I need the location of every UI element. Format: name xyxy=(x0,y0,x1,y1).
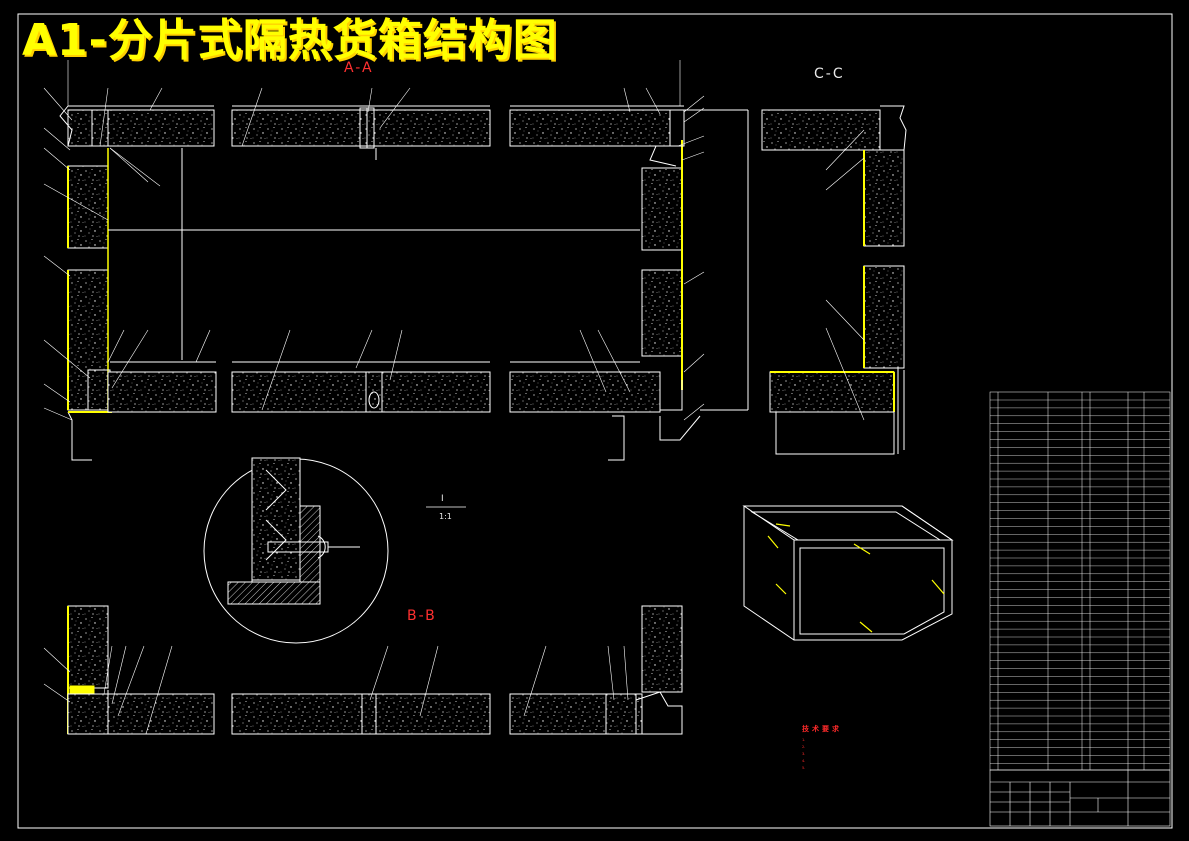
panel-joint xyxy=(361,693,377,735)
wall-panel xyxy=(641,605,683,693)
wall-panel xyxy=(67,109,215,147)
floor-panel xyxy=(231,693,491,735)
technical-note-line: 4. xyxy=(802,759,806,763)
wall-panel xyxy=(67,605,109,689)
wall-panel xyxy=(509,109,671,147)
floor-panel xyxy=(769,371,895,413)
wall-panel xyxy=(863,265,905,369)
section-label-cc: C-C xyxy=(814,66,845,82)
parts-list-rows xyxy=(990,399,1170,764)
wall-panel xyxy=(67,693,109,735)
drawing-title: A1-分片式隔热货箱结构图 xyxy=(22,15,558,66)
wall-panel xyxy=(863,149,905,247)
section-label-aa: A-A xyxy=(344,60,374,76)
section-cc xyxy=(761,105,907,455)
technical-note-line: 2. xyxy=(802,745,806,749)
technical-notes: 技术要求 1. 2. 3. 4. 5. xyxy=(802,724,842,772)
floor-panel xyxy=(107,693,215,735)
floor-panel xyxy=(107,371,217,413)
door-panel xyxy=(641,269,683,357)
sheet-border xyxy=(17,13,1173,829)
isometric-container xyxy=(742,505,954,641)
technical-notes-title: 技术要求 xyxy=(802,725,842,733)
floor-panel xyxy=(231,371,491,413)
wall-panel xyxy=(231,109,491,147)
technical-note-line: 5. xyxy=(802,766,806,770)
technical-note-line: 3. xyxy=(802,752,806,756)
parts-list xyxy=(989,391,1171,771)
section-label-bb: B-B xyxy=(407,608,437,624)
technical-note-line: 1. xyxy=(802,738,806,742)
section-bb xyxy=(43,605,683,735)
floor-panel xyxy=(509,693,643,735)
section-aa xyxy=(43,60,749,461)
wall-panel xyxy=(761,109,881,151)
floor-panel xyxy=(509,371,661,413)
wall-panel xyxy=(67,165,109,249)
detail-i xyxy=(203,457,389,644)
door-panel xyxy=(641,167,683,251)
corner-profile xyxy=(605,693,637,735)
panel-joint xyxy=(365,371,383,413)
detail-scale: 1:1 xyxy=(439,512,452,521)
detail-label: I xyxy=(441,494,444,504)
title-block xyxy=(989,769,1171,827)
